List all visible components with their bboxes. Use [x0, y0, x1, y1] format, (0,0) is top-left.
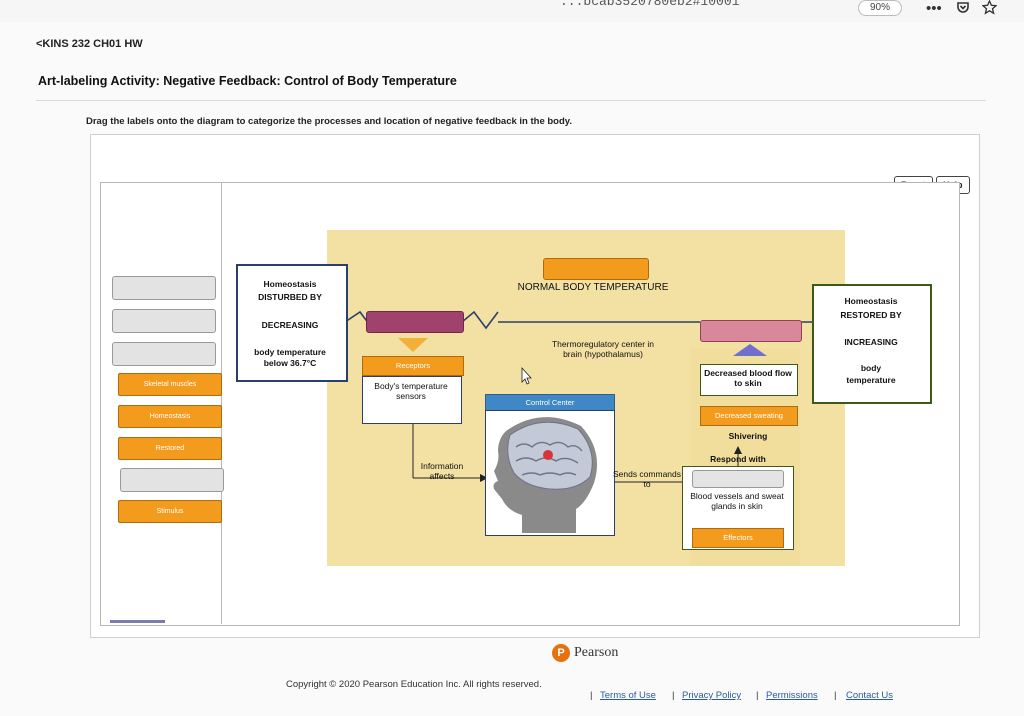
respond-with-text: Respond with	[710, 454, 766, 464]
brain-illustration	[493, 417, 598, 533]
progress-indicator	[110, 620, 165, 623]
ellipsis-icon[interactable]: •••	[926, 0, 942, 17]
normal-temp-label: NORMAL BODY TEMPERATURE	[517, 282, 669, 293]
label-chip-stimulus[interactable]: Stimulus	[118, 500, 222, 523]
effectors-drop-zone[interactable]	[692, 470, 784, 488]
terms-link[interactable]: Terms of Use	[600, 690, 656, 701]
restored-line3: INCREASING	[844, 337, 898, 347]
decreased-blood-box	[700, 364, 798, 396]
empty-label-slot	[120, 468, 224, 492]
restored-line5: temperature	[846, 375, 896, 385]
normal-temp-drop-zone[interactable]	[543, 258, 649, 280]
receptors-box	[362, 376, 462, 424]
disturbed-box	[236, 264, 348, 382]
instructions: Drag the labels onto the diagram to cate…	[86, 116, 573, 127]
shivering-text: Shivering	[728, 431, 768, 441]
effectors-label: Effectors	[692, 528, 784, 548]
pearson-logo-icon: P	[552, 644, 570, 662]
disturbed-line3: DECREASING	[261, 320, 319, 330]
privacy-link[interactable]: Privacy Policy	[682, 690, 742, 701]
receptors-label: Receptors	[362, 356, 464, 376]
empty-label-slot	[112, 309, 216, 333]
information-affects: Information affects	[420, 461, 464, 481]
disturbed-line4: body temperature	[254, 347, 326, 357]
restored-line4: body	[860, 363, 882, 373]
receptors-text: Body's temperature sensors	[374, 381, 448, 401]
pearson-brand: Pearson	[574, 645, 619, 660]
zoom-indicator[interactable]: 90%	[858, 0, 902, 16]
footer-separator: |	[756, 690, 759, 701]
decreased-blood-text: Decreased blood flow to skin	[704, 368, 792, 388]
contact-link[interactable]: Contact Us	[846, 690, 893, 701]
url-bar[interactable]: ...bcab3520780eb2#10001	[560, 0, 740, 9]
label-chip-skeletal-muscles[interactable]: Skeletal muscles	[118, 373, 222, 396]
restored-line1: Homeostasis	[844, 296, 898, 306]
label-chip-restored[interactable]: Restored	[118, 437, 222, 460]
disturbed-line1: Homeostasis	[263, 279, 317, 289]
sends-commands: Sends commands to	[612, 469, 682, 489]
response-drop-zone[interactable]	[700, 320, 802, 342]
label-pool	[100, 182, 222, 624]
page-title: Art-labeling Activity: Negative Feedback…	[38, 74, 457, 88]
pocket-icon[interactable]	[956, 0, 970, 19]
star-icon[interactable]	[981, 0, 998, 20]
permissions-link[interactable]: Permissions	[766, 690, 818, 701]
restored-box	[812, 284, 932, 404]
stimulus-drop-zone[interactable]	[366, 311, 464, 333]
decreased-sweating-label: Decreased sweating	[700, 406, 798, 426]
footer-separator: |	[672, 690, 675, 701]
empty-label-slot	[112, 276, 216, 300]
divider	[36, 100, 986, 101]
disturbed-line2: DISTURBED BY	[258, 292, 322, 302]
disturbed-line5: below 36.7°C	[263, 358, 317, 368]
footer-separator: |	[590, 690, 593, 701]
restored-line2: RESTORED BY	[840, 310, 902, 320]
label-chip-homeostasis[interactable]: Homeostasis	[118, 405, 222, 428]
empty-label-slot	[112, 342, 216, 366]
back-link[interactable]: <KINS 232 CH01 HW	[36, 38, 143, 50]
footer-separator: |	[834, 690, 837, 701]
copyright-text: Copyright © 2020 Pearson Education Inc. …	[286, 679, 542, 690]
thermoregulatory-text: Thermoregulatory center in brain (hypoth…	[551, 339, 655, 359]
effectors-text: Blood vessels and sweat glands in skin	[690, 491, 784, 511]
